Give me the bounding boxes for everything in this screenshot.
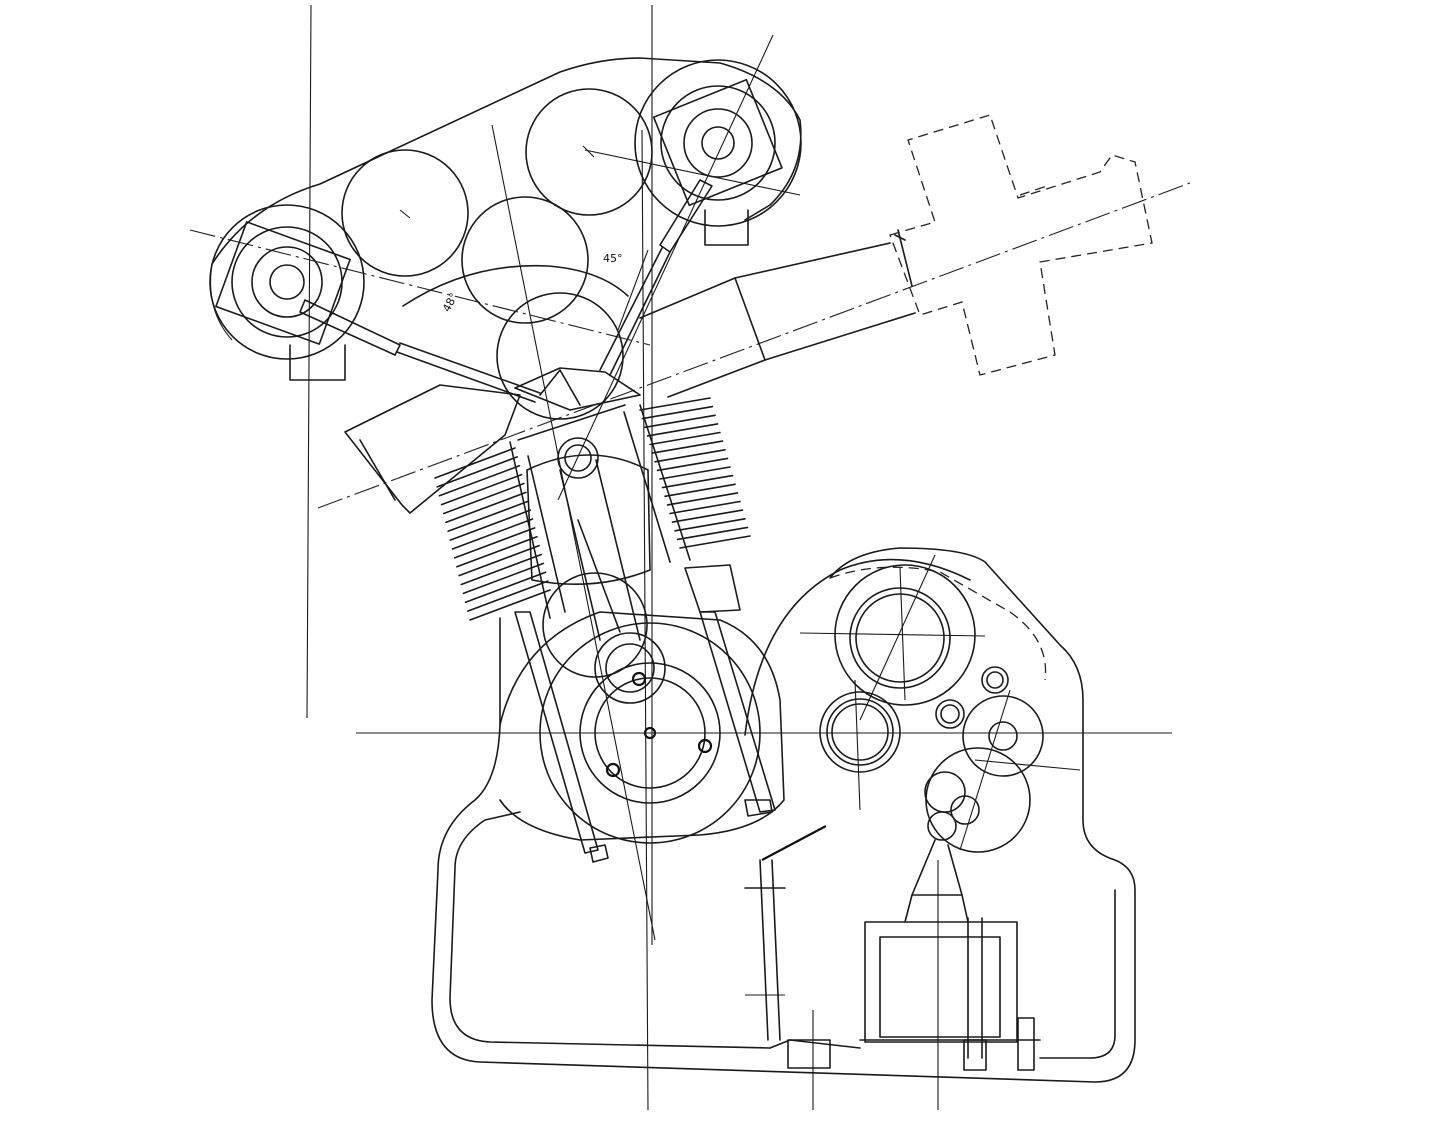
angle-label-right: 45° bbox=[603, 252, 623, 265]
combustion-chamber bbox=[514, 367, 641, 441]
intake-port bbox=[639, 229, 916, 398]
rocker-and-pushrods bbox=[215, 78, 783, 403]
piston-and-conrod bbox=[526, 437, 651, 678]
cam-gear-train bbox=[209, 59, 802, 420]
oil-pump bbox=[787, 839, 1035, 1071]
kick-lever bbox=[744, 825, 827, 1041]
angle-label-left: 48° bbox=[440, 291, 461, 314]
cylinder-barrel bbox=[434, 397, 751, 621]
gearbox-gears bbox=[744, 554, 1081, 853]
carburettor-outline bbox=[889, 114, 1153, 376]
crankcase-outline bbox=[431, 547, 1136, 1083]
crankcase-studs bbox=[514, 564, 776, 863]
crankshaft bbox=[499, 611, 785, 844]
exhaust-port bbox=[344, 384, 521, 514]
